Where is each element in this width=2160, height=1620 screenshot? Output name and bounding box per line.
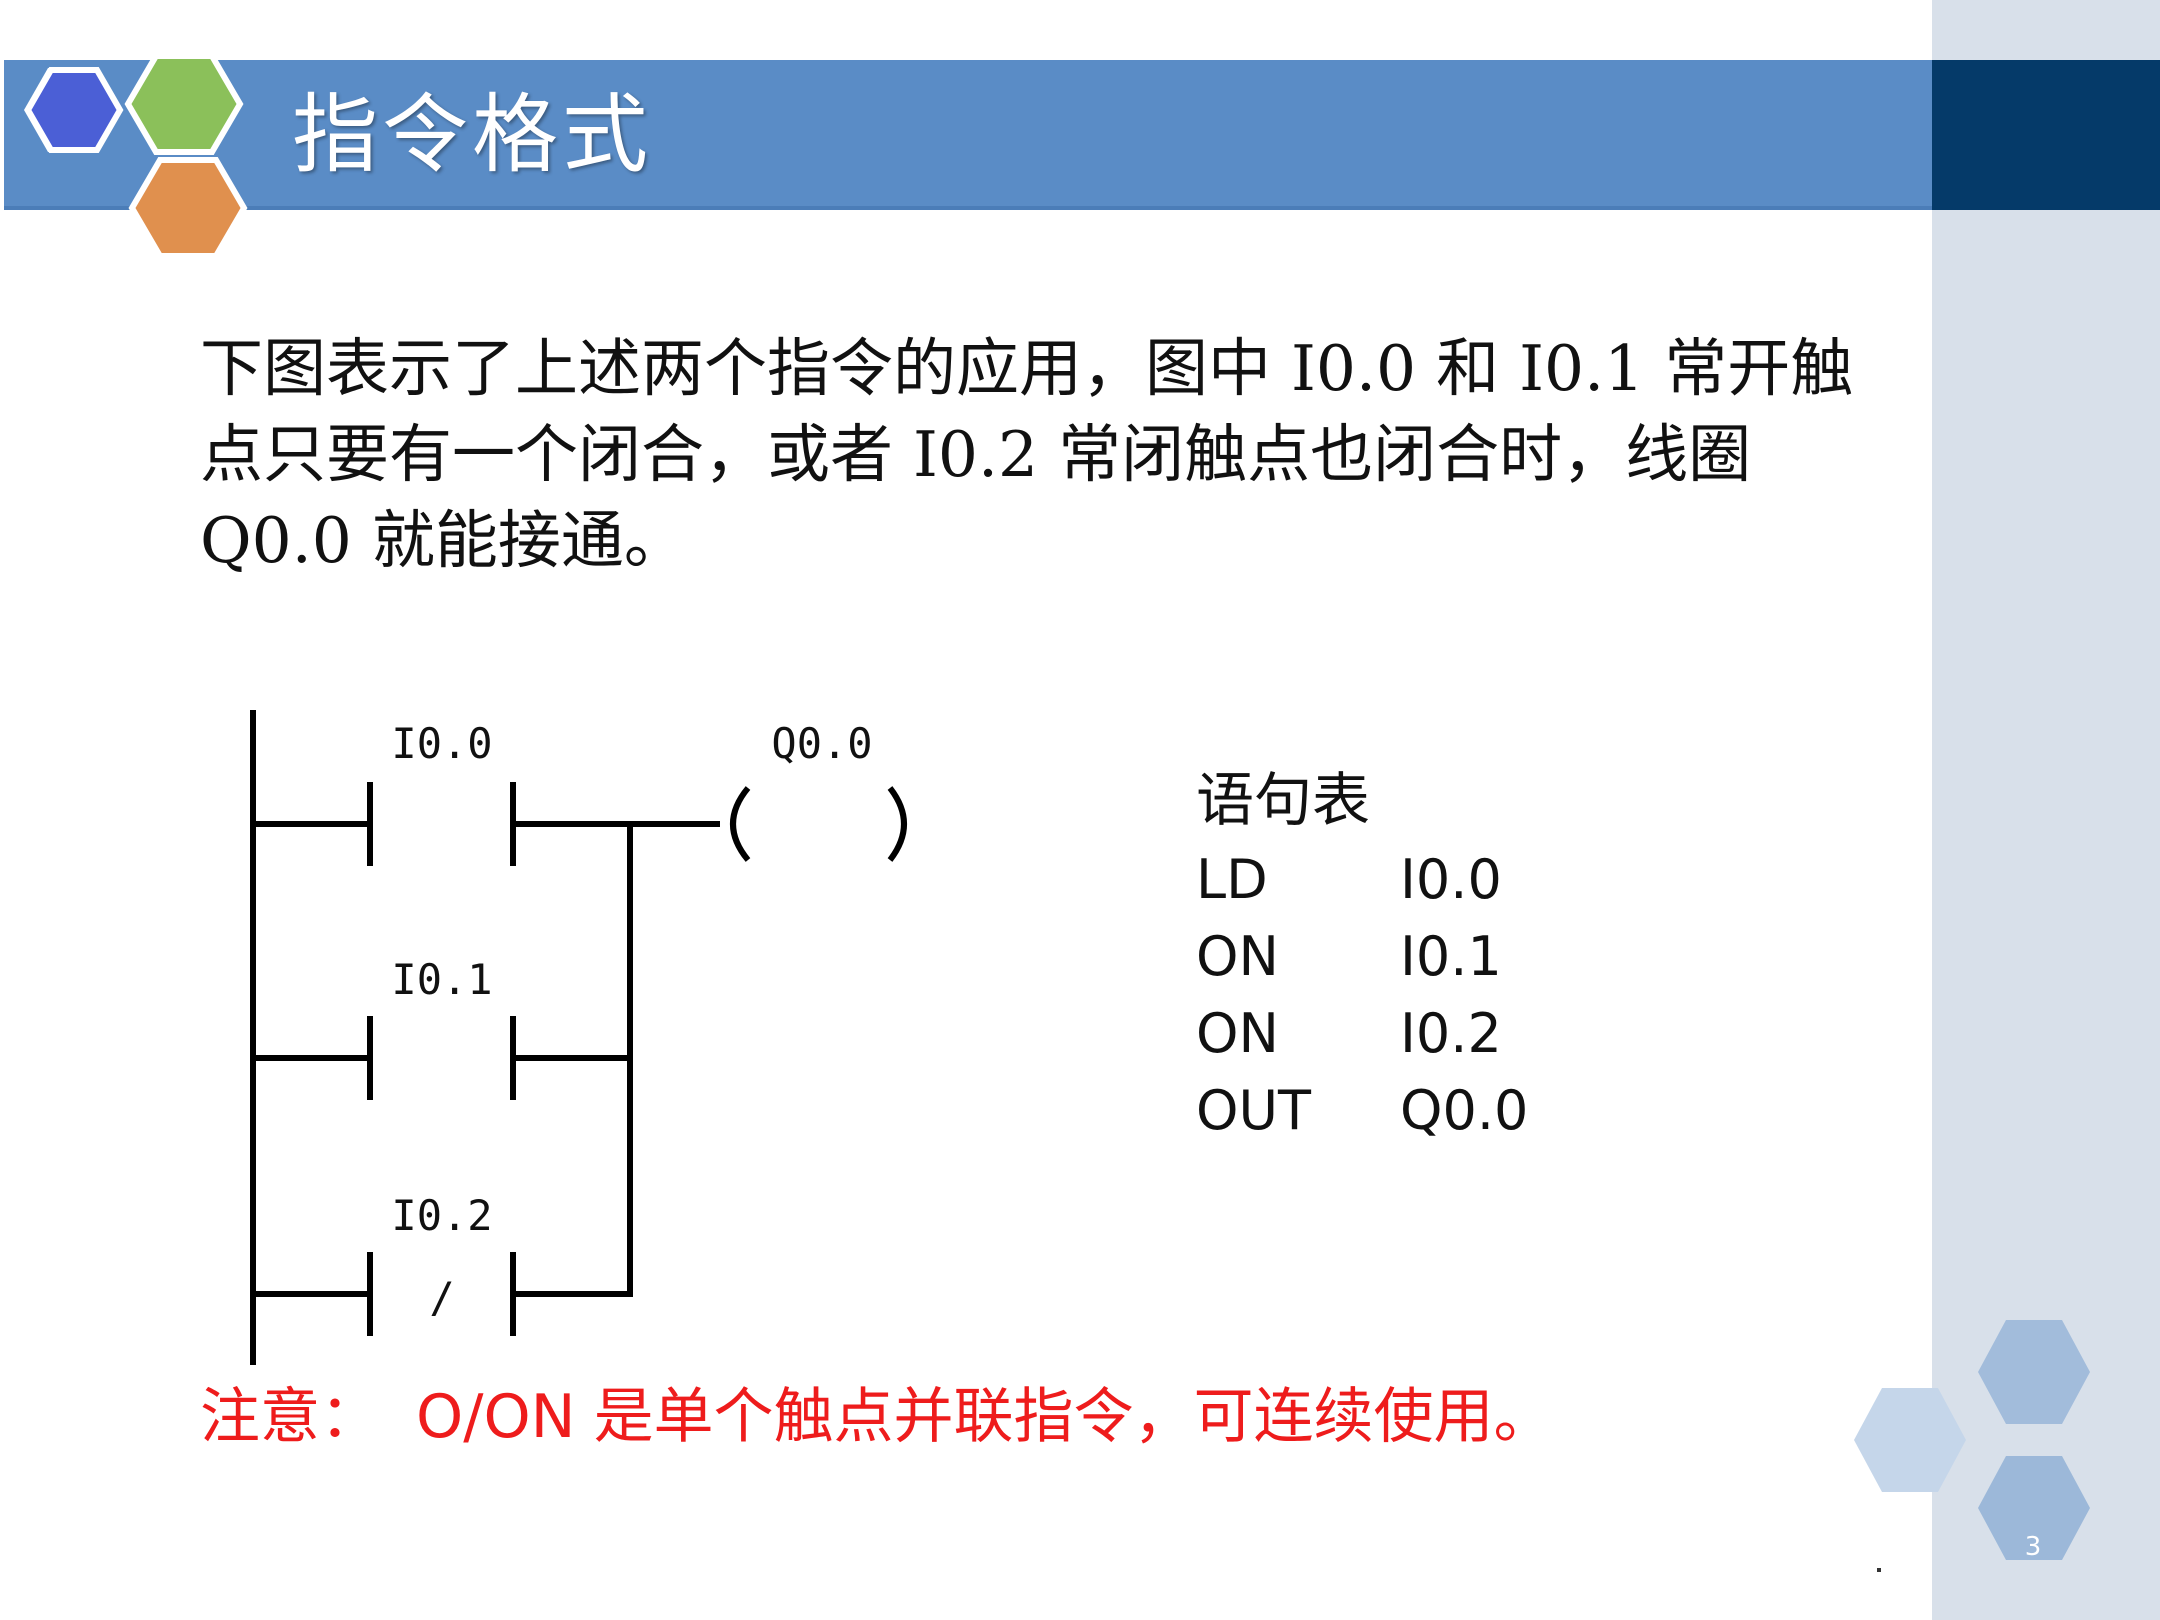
note-text: 是单个触点并联指令，可连续使用。 <box>593 1382 1554 1452</box>
decorative-hexagons-icon <box>1854 1320 2090 1560</box>
stl-operand: I0.1 <box>1400 925 1502 988</box>
stl-op: ON <box>1196 1002 1279 1065</box>
note-label: 注意： <box>200 1382 380 1452</box>
slide-title: 指令格式 <box>292 85 652 185</box>
coil-left-arc <box>730 786 751 862</box>
ladder-diagram: I0.0 I0.1 I0.2 Q0.0 / <box>250 710 907 1365</box>
body-paragraph: 下图表示了上述两个指令的应用，图中 I0.0 和 I0.1 常开触点只要有一个闭… <box>200 332 1854 577</box>
title-bar <box>4 60 1932 210</box>
stl-row: ON I0.2 <box>1196 995 1528 1072</box>
stl-op: LD <box>1196 848 1268 911</box>
footer-dot <box>1877 1568 1881 1572</box>
statement-list-title: 语句表 <box>1196 766 1371 834</box>
stl-op: OUT <box>1196 1079 1312 1142</box>
page-number: 3 <box>2024 1532 2042 1562</box>
stl-operand: I0.2 <box>1400 1002 1502 1065</box>
coil-label-q0-0: Q0.0 <box>771 719 872 768</box>
statement-list: 语句表 LD I0.0 ON I0.1 ON I0.2 OUT Q0.0 <box>1196 762 1528 1149</box>
stl-operand: Q0.0 <box>1400 1079 1529 1142</box>
coil-right-arc <box>887 786 907 862</box>
normally-closed-slash: / <box>429 1273 454 1322</box>
stl-row: OUT Q0.0 <box>1196 1072 1528 1149</box>
contact-label-i0-0: I0.0 <box>391 719 492 768</box>
contact-label-i0-1: I0.1 <box>391 955 492 1004</box>
note-code: O/ON <box>416 1382 576 1452</box>
stl-operand: I0.0 <box>1400 848 1502 911</box>
contact-label-i0-2: I0.2 <box>391 1191 492 1240</box>
stl-op: ON <box>1196 925 1279 988</box>
title-bar-accent <box>1932 60 2160 210</box>
stl-row: ON I0.1 <box>1196 918 1528 995</box>
title-bar-shadow-line <box>4 206 1932 210</box>
hexagon-logo-icon <box>24 53 248 259</box>
stl-row: LD I0.0 <box>1196 841 1528 918</box>
